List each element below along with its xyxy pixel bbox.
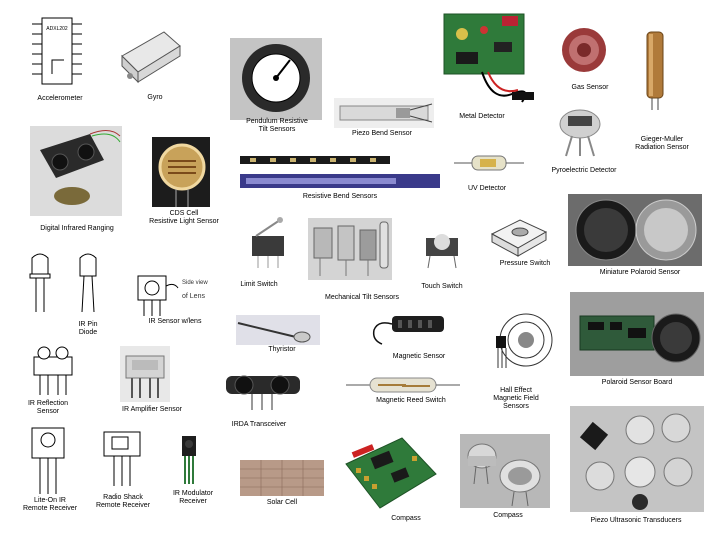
hall-effect-label: Hall Effect Magnetic Field Sensors	[493, 387, 539, 410]
compass-1-label: Compass	[391, 515, 421, 522]
gyro-image	[114, 26, 186, 88]
cds-cell-label: CDS Cell Resistive Light Sensor	[149, 210, 219, 225]
ir-reflection-image	[30, 343, 76, 397]
thyristor-label: Thyristor	[268, 346, 296, 353]
compass-2-label: Compass	[493, 512, 523, 519]
pyroelectric-image	[552, 102, 608, 158]
ir-pin-diode-image	[22, 246, 108, 316]
uv-detector-image	[452, 150, 526, 176]
solar-cell-label: Solar Cell	[266, 499, 298, 506]
limit-switch-image	[246, 216, 292, 270]
touch-switch-image	[420, 228, 464, 272]
lens-note-text: Side view	[182, 280, 208, 286]
lens-note-text-2: of Lens	[182, 293, 205, 300]
thyristor-image	[236, 315, 320, 345]
radio-shack-receiver-image	[100, 428, 144, 488]
pressure-switch-label: Pressure Switch	[499, 260, 551, 267]
ir-modulator-image	[178, 434, 200, 486]
pendulum-tilt-sensor-image	[230, 38, 322, 120]
piezo-bend-label: Piezo Bend Sensor	[352, 130, 412, 137]
ir-reflection-label: IR Reflection Sensor	[27, 400, 69, 415]
piezo-bend-sensor-image	[334, 98, 434, 128]
ir-modulator-label: IR Modulator Receiver	[172, 490, 214, 505]
miniature-polaroid-label: Miniature Polaroid Sensor	[599, 269, 681, 276]
magnetic-sensor-image	[368, 300, 448, 350]
polaroid-sensor-board-image	[570, 292, 704, 376]
limit-switch-label: Limit Switch	[240, 281, 278, 288]
radio-shack-label: Radio Shack Remote Receiver	[95, 494, 151, 509]
accelerometer-image: ADXL202	[28, 14, 86, 90]
liteon-receiver-image	[28, 424, 68, 496]
ir-amplifier-label: IR Amplifier Sensor	[122, 406, 182, 413]
polaroid-board-label: Polaroid Sensor Board	[601, 379, 673, 386]
resistive-bend-sensors-image	[240, 150, 440, 190]
ir-pin-label: IR Pin Diode	[78, 321, 98, 336]
gyro-label: Gyro	[147, 94, 163, 101]
ir-sensor-lens-label: IR Sensor w/lens	[148, 318, 202, 325]
metal-detector-image	[442, 12, 540, 110]
pressure-switch-image	[486, 208, 552, 262]
mechanical-tilt-sensors-image	[308, 218, 392, 280]
ir-ranging-label: Digital Infrared Ranging	[40, 225, 114, 232]
gas-sensor-label: Gas Sensor	[571, 84, 609, 91]
solar-cell-image	[240, 460, 324, 496]
magnetic-reed-label: Magnetic Reed Switch	[376, 397, 446, 404]
irda-label: IRDA Transceiver	[231, 421, 287, 428]
liteon-label: Lite-On IR Remote Receiver	[22, 497, 78, 512]
geiger-label: Gieger-Muller Radiation Sensor	[635, 136, 689, 151]
gas-sensor-image	[560, 24, 608, 76]
irda-transceiver-image	[222, 366, 304, 412]
magnetic-sensor-label: Magnetic Sensor	[392, 353, 446, 360]
uv-detector-label: UV Detector	[467, 185, 507, 192]
ir-sensor-lens-image: Side view of Lens	[124, 262, 234, 318]
compass-board-1-image	[342, 434, 440, 512]
piezo-ultrasonic-label: Piezo Ultrasonic Transducers	[590, 517, 682, 524]
touch-switch-label: Touch Switch	[421, 283, 463, 290]
cds-cell-image	[152, 137, 210, 207]
digital-ir-ranging-image	[30, 126, 122, 216]
compass-2-image	[460, 434, 550, 508]
metal-detector-label: Metal Detector	[459, 113, 505, 120]
pendulum-label: Pendulum Resistive Tilt Sensors	[246, 118, 308, 133]
magnetic-reed-switch-image	[346, 374, 460, 396]
ir-amplifier-image	[120, 346, 170, 402]
geiger-muller-image	[640, 30, 670, 110]
chip-name-text: ADXL202	[46, 26, 68, 32]
mech-tilt-label: Mechanical Tilt Sensors	[325, 294, 399, 301]
accelerometer-label: Accelerometer	[37, 95, 83, 102]
pyroelectric-label: Pyroelectric Detector	[551, 167, 617, 174]
hall-effect-image	[490, 310, 556, 372]
miniature-polaroid-image	[568, 194, 702, 266]
resistive-bend-label: Resistive Bend Sensors	[302, 193, 378, 200]
piezo-ultrasonic-image	[570, 406, 704, 512]
